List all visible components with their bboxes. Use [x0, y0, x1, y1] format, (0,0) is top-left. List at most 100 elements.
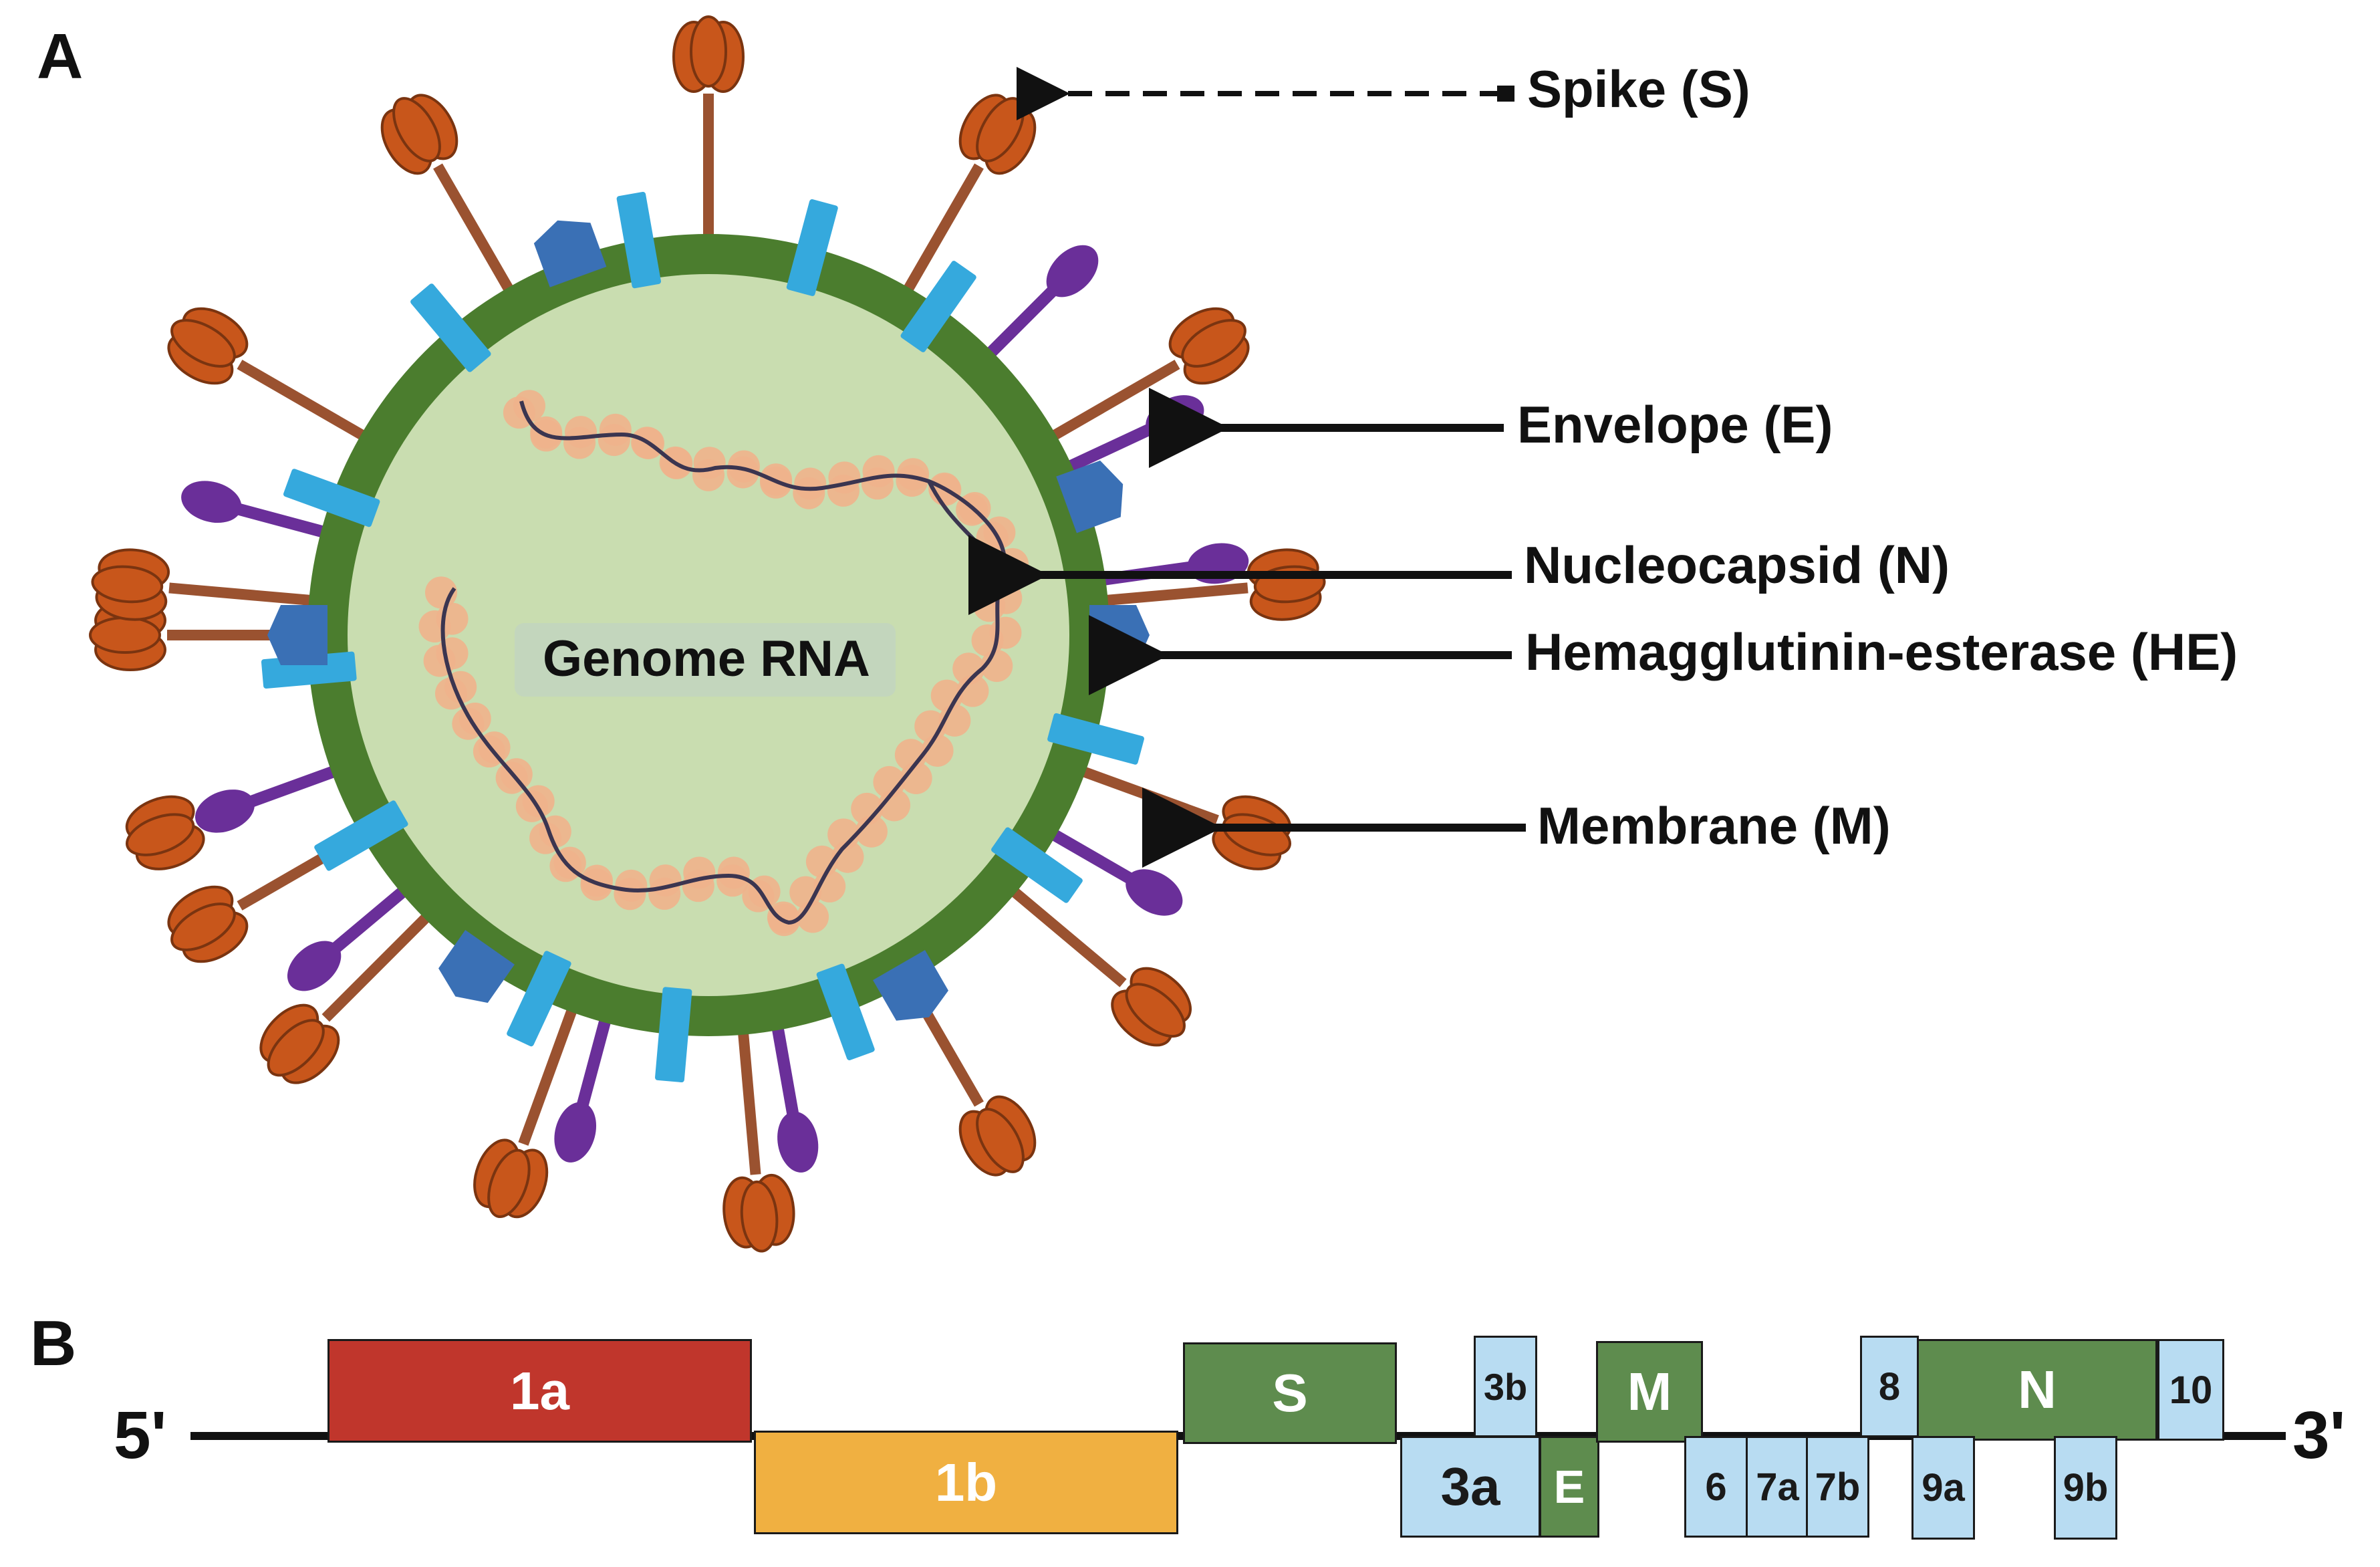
spike-head [473, 1138, 549, 1219]
envelope-protein [195, 763, 344, 833]
membrane-protein [616, 191, 661, 289]
spike-protein [125, 758, 359, 870]
nucleocapsid-bead [956, 675, 989, 707]
nucleocapsid-bead [530, 416, 563, 449]
spike-stalk [168, 582, 336, 608]
gene-e: E [1539, 1436, 1599, 1538]
spike-protein [167, 307, 388, 453]
spike-lobe [1125, 983, 1186, 1038]
spike-protein [380, 94, 526, 314]
spike-head [1246, 548, 1326, 621]
nucleocapsid-bead [716, 864, 749, 897]
spike-protein [473, 985, 585, 1219]
nucleocapsid-bead [500, 758, 533, 791]
nucleocapsid-bead [862, 455, 895, 487]
envelope-protein [554, 1009, 613, 1163]
membrane-label: Membrane (M) [1537, 796, 1891, 855]
gene-n: N [1917, 1339, 2157, 1441]
spike-head [167, 307, 249, 385]
spike-protein [672, 15, 745, 261]
genome-label-backdrop [515, 623, 896, 697]
nucleocapsid-bead [648, 877, 681, 910]
envelope-stalk [981, 279, 1065, 362]
gene-10: 10 [2157, 1339, 2224, 1441]
spike-lobe [267, 1019, 325, 1077]
envelope-protein [181, 481, 334, 539]
spike-stalk [433, 163, 526, 314]
membrane-protein [283, 469, 380, 527]
spike-protein [259, 896, 448, 1084]
spike-lobe [89, 616, 161, 654]
envelope-head [777, 1111, 819, 1173]
gene-6: 6 [1684, 1436, 1748, 1538]
gene-label: 6 [1705, 1465, 1727, 1509]
gene-label: 8 [1878, 1364, 1901, 1409]
three-prime-label: 3' [2292, 1398, 2346, 1473]
envelope-head [287, 941, 342, 991]
nucleocapsid-bead [878, 789, 911, 822]
envelope-protein [287, 882, 413, 991]
spike-stalk [321, 896, 448, 1022]
spike-head [1111, 967, 1192, 1047]
envelope-stalk [1043, 826, 1143, 888]
spike-head [1212, 795, 1292, 870]
spike-lobe [1181, 319, 1246, 368]
gene-3a: 3a [1400, 1436, 1541, 1538]
membrane-protein [410, 283, 491, 372]
spike-protein [991, 871, 1192, 1047]
envelope-protein [981, 245, 1099, 362]
rna-strand [440, 400, 1007, 925]
membrane-protein [314, 800, 408, 871]
nucleocapsid-bead [564, 416, 597, 449]
hemagglutinin-esterase-label: Hemagglutinin-esterase (HE) [1525, 622, 2238, 681]
membrane-protein [1047, 713, 1144, 765]
envelope-stalk [323, 882, 413, 959]
membrane-protein [816, 963, 875, 1060]
gene-s: S [1183, 1342, 1397, 1444]
spike-stalk [237, 360, 388, 453]
spike-protein [91, 548, 336, 621]
spike-lobe [125, 813, 195, 856]
nucleocapsid-bead [973, 590, 1006, 622]
spike-stalk [991, 871, 1127, 987]
spike-protein [1029, 307, 1250, 453]
envelope-head [1046, 245, 1099, 297]
nucleocapsid-bead [693, 447, 726, 479]
spike-lobe [740, 1180, 779, 1253]
envelope-stalk [1059, 420, 1163, 475]
spike-lobe [170, 902, 236, 951]
five-prime-label: 5' [114, 1398, 167, 1473]
nucleocapsid-bead [828, 461, 861, 494]
membrane-protein [655, 987, 692, 1083]
spike-lobe [487, 1149, 531, 1219]
genome-rna-label: Genome RNA [543, 630, 870, 687]
gene-label: 7a [1756, 1465, 1799, 1509]
spike-stalk [1029, 360, 1180, 453]
spike-label: Spike (S) [1527, 59, 1750, 118]
gene-label: S [1272, 1363, 1308, 1423]
membrane-protein [991, 827, 1083, 903]
spike-protein [1081, 548, 1326, 621]
gene-label: 3a [1440, 1457, 1500, 1516]
nucleocapsid-bead [436, 637, 469, 670]
nucleocapsid-bead [897, 458, 930, 491]
spike-head [167, 885, 249, 963]
envelope-stalk [574, 1009, 613, 1119]
panel-b-label: B [30, 1308, 77, 1379]
nucleocapsid-bead [794, 467, 827, 500]
gene-label: M [1627, 1362, 1672, 1421]
gene-m: M [1596, 1341, 1703, 1443]
spike-head [722, 1173, 795, 1253]
spike-head [259, 1003, 340, 1084]
he-protein [438, 930, 515, 1003]
envelope-head [181, 481, 242, 523]
gene-label: 9b [2063, 1466, 2109, 1510]
nucleocapsid-bead [855, 815, 888, 848]
envelope-head [554, 1102, 597, 1163]
callout-lines [968, 67, 1526, 868]
envelope-stalk [237, 763, 344, 811]
spike-head [958, 94, 1037, 175]
he-protein [533, 220, 607, 287]
nucleocapsid-bead [727, 450, 760, 483]
